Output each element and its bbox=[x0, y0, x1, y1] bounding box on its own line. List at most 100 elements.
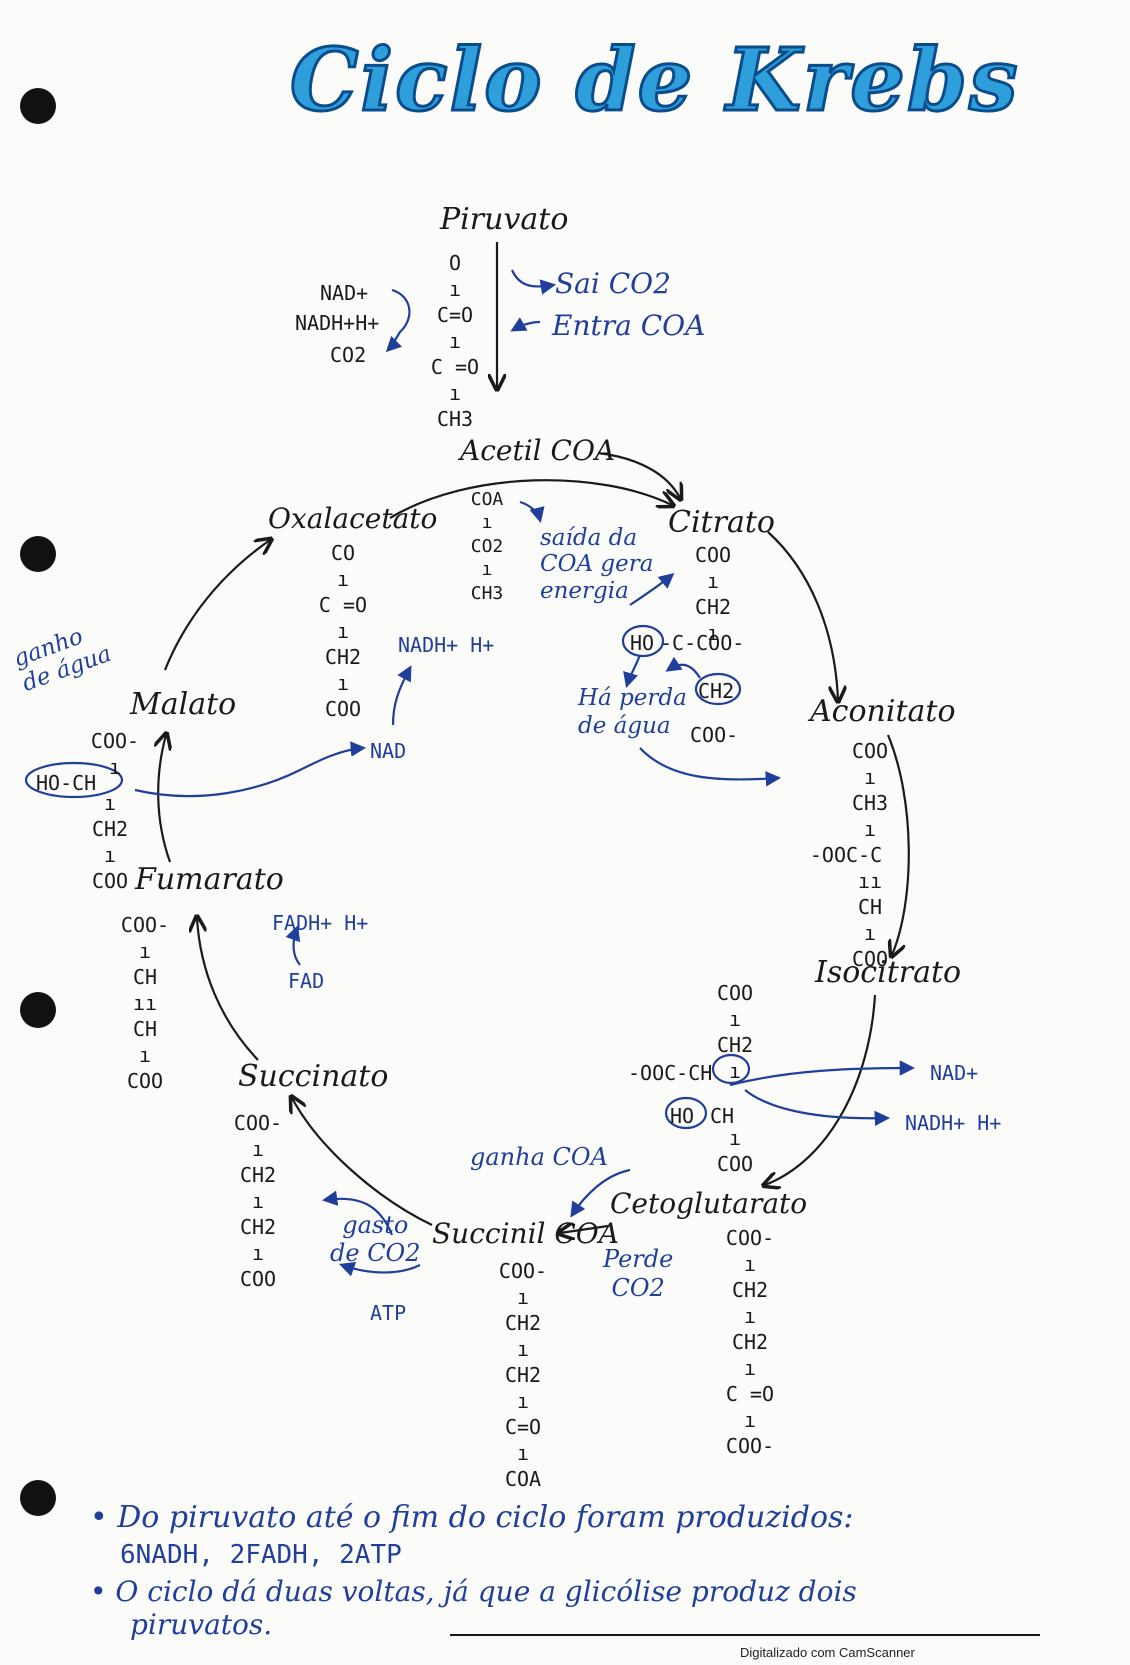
perda-agua-note: Há perda de água bbox=[578, 685, 687, 740]
isocitrate-bond: ı bbox=[728, 1126, 742, 1150]
isocitrate-name: Isocitrato bbox=[815, 955, 962, 990]
succinate-name: Succinato bbox=[238, 1059, 389, 1094]
aconitate-atom: COO bbox=[851, 739, 889, 763]
saida-coa-note: saída da COA gera energia bbox=[540, 525, 653, 604]
pyruvate-co2-label: CO2 bbox=[330, 343, 367, 367]
malate-bond: ı bbox=[103, 843, 117, 867]
fumarate-atom: CH bbox=[132, 965, 158, 989]
succinate-atom: COO- bbox=[233, 1111, 283, 1135]
succinyl-atom: COA bbox=[504, 1467, 542, 1491]
isocitrate-bottom: ı COO bbox=[715, 1125, 755, 1177]
succinate-bond: ı bbox=[251, 1189, 265, 1213]
pyruvate-name: Piruvato bbox=[440, 202, 569, 237]
ketoglutarate-name: Cetoglutarato bbox=[610, 1187, 808, 1220]
saida-coa-line: energia bbox=[540, 577, 629, 604]
saida-coa-line: COA gera bbox=[540, 551, 654, 578]
pyruvate-structure: O ı C=O ı C =O ı CH3 bbox=[425, 250, 485, 432]
citrate-structure: COO ı CH2 ı bbox=[683, 542, 743, 646]
aconitate-atom: CH3 bbox=[851, 791, 889, 815]
succinyl-atom: CH2 bbox=[504, 1363, 542, 1387]
succinate-atom: COO bbox=[239, 1267, 277, 1291]
fumarate-bond: ı bbox=[138, 1043, 152, 1067]
summary-note-3: • O ciclo dá duas voltas, já que a glicó… bbox=[90, 1575, 857, 1608]
citrate-bottom: COO- bbox=[690, 723, 739, 747]
summary-note-1: • Do piruvato até o fim do ciclo foram p… bbox=[90, 1500, 854, 1535]
succinyl-atom: COO- bbox=[498, 1259, 548, 1283]
malate-bond: ı bbox=[103, 791, 117, 815]
fadh-label: FADH+ H+ bbox=[272, 911, 369, 935]
ketoglutarate-bond: ı bbox=[743, 1408, 757, 1432]
oxaloacetate-bond: ı bbox=[336, 671, 350, 695]
citrate-bond: ı bbox=[706, 569, 720, 593]
fad-label: FAD bbox=[288, 969, 325, 993]
isocitrate-nad-label: NAD+ bbox=[930, 1061, 979, 1085]
isocitrate-middle: -OOC-CH bbox=[628, 1061, 713, 1085]
summary-note-2: 6NADH, 2FADH, 2ATP bbox=[120, 1540, 402, 1570]
binder-hole-1 bbox=[20, 88, 56, 124]
malate-name: Malato bbox=[130, 687, 237, 722]
pyruvate-atom: CH3 bbox=[436, 407, 474, 431]
malate-bond: ı bbox=[108, 755, 122, 779]
summary-note-4: piruvatos. bbox=[130, 1608, 273, 1641]
malate-atom: COO- bbox=[90, 729, 140, 753]
perde-co2-note: Perde CO2 bbox=[603, 1245, 673, 1303]
pyruvate-atom: O bbox=[448, 251, 462, 275]
succinyl-bond: ı bbox=[516, 1337, 530, 1361]
ketoglutarate-bond: ı bbox=[743, 1304, 757, 1328]
entra-coa-label: Entra COA bbox=[552, 309, 706, 342]
succinate-bond: ı bbox=[251, 1241, 265, 1265]
malate-atom: COO bbox=[91, 869, 129, 893]
succinyl-coa-name: Succinil COA bbox=[432, 1217, 619, 1250]
scanner-watermark: Digitalizado com CamScanner bbox=[740, 1645, 915, 1660]
ketoglutarate-bond: ı bbox=[743, 1252, 757, 1276]
ketoglutarate-atom: COO- bbox=[725, 1434, 775, 1458]
malate-top: COO- ı bbox=[80, 728, 150, 780]
pyruvate-atom: C=O bbox=[436, 303, 474, 327]
oxaloacetate-name: Oxalacetato bbox=[268, 502, 438, 535]
sai-co2-label: Sai CO2 bbox=[555, 267, 671, 300]
perde-co2-line: CO2 bbox=[611, 1273, 665, 1302]
pyruvate-atom: C =O bbox=[430, 355, 480, 379]
ketoglutarate-bond: ı bbox=[743, 1356, 757, 1380]
citrate-middle: -C-COO- bbox=[660, 631, 745, 655]
oxaloacetate-structure: CO ı C =O ı CH2 ı COO bbox=[308, 540, 378, 722]
aconitate-bond: ı bbox=[863, 765, 877, 789]
succinate-structure: COO- ı CH2 ı CH2 ı COO bbox=[228, 1110, 288, 1292]
succinate-atom: CH2 bbox=[239, 1163, 277, 1187]
oxaloacetate-atom: CO bbox=[330, 541, 356, 565]
gasto-co2-note: gasto de CO2 bbox=[330, 1211, 421, 1267]
pyruvate-bond: ı bbox=[448, 277, 462, 301]
aconitate-structure: COO ı CH3 ı -OOC-C ıı CH ı COO bbox=[760, 738, 940, 972]
acetyl-atom: COA bbox=[470, 489, 504, 510]
pyruvate-nad-label: NAD+ bbox=[320, 281, 369, 305]
malate-hoch: HO-CH bbox=[36, 771, 97, 795]
oxaloacetate-bond: ı bbox=[336, 567, 350, 591]
aconitate-bond: ıı bbox=[857, 869, 883, 893]
succinyl-bond: ı bbox=[516, 1441, 530, 1465]
acetyl-atom: CH3 bbox=[470, 582, 504, 604]
fumarate-bond: ıı bbox=[132, 991, 158, 1015]
succinate-bond: ı bbox=[251, 1137, 265, 1161]
ketoglutarate-atom: CH2 bbox=[731, 1330, 769, 1354]
aconitate-bond: ı bbox=[863, 817, 877, 841]
malate-bottom: ı CH2 ı COO bbox=[80, 790, 140, 894]
perda-agua-line: de água bbox=[578, 712, 671, 739]
isocitrate-bond: ı bbox=[728, 1059, 742, 1083]
acetyl-coa-name: Acetil COA bbox=[460, 434, 616, 467]
citrate-ch2: CH2 bbox=[698, 679, 735, 703]
aconitate-name: Aconitato bbox=[810, 694, 956, 729]
perde-co2-line: Perde bbox=[603, 1245, 674, 1273]
isocitrate-bond: ı bbox=[728, 1007, 742, 1031]
ketoglutarate-atom: CH2 bbox=[731, 1278, 769, 1302]
acetyl-atom: CO2 bbox=[470, 535, 504, 557]
fumarate-structure: COO- ı CH ıı CH ı COO bbox=[120, 912, 170, 1094]
acetyl-bond: ı bbox=[481, 559, 493, 581]
succinyl-atom: CH2 bbox=[504, 1311, 542, 1335]
malate-nadh-label: NADH+ H+ bbox=[398, 633, 495, 657]
acetyl-bond: ı bbox=[481, 512, 493, 534]
isocitrate-ch: CH bbox=[710, 1104, 735, 1128]
fumarate-bond: ı bbox=[138, 939, 152, 963]
succinyl-structure: COO- ı CH2 ı CH2 ı C=O ı COA bbox=[488, 1258, 558, 1492]
